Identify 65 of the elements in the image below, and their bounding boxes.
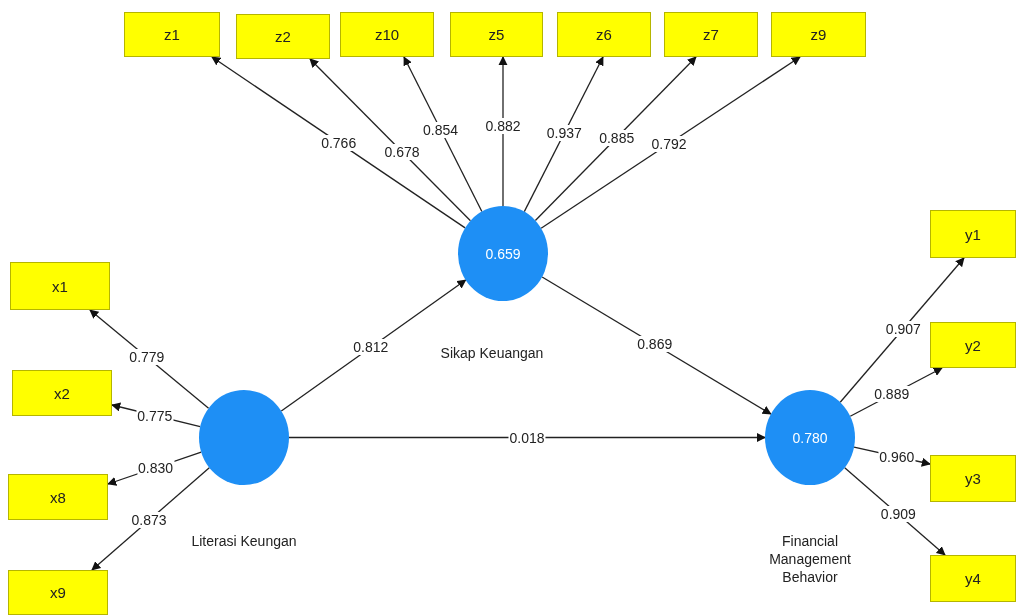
node-label: x9 — [50, 584, 66, 601]
node-label: z7 — [703, 26, 719, 43]
node-label: y4 — [965, 570, 981, 587]
path-arrow — [541, 276, 772, 415]
edge-label: 0.812 — [352, 339, 390, 356]
node-label: 0.659 — [485, 245, 521, 262]
node-label: z1 — [164, 26, 180, 43]
edge-label: 0.830 — [137, 459, 175, 476]
construct-circle — [765, 390, 855, 485]
node-label: z6 — [596, 26, 612, 43]
construct-circle — [458, 206, 548, 301]
indicator-box — [8, 570, 108, 615]
path-arrow — [280, 279, 467, 412]
edge-label: 0.937 — [545, 125, 583, 142]
indicator-box — [10, 262, 110, 310]
edge-label: 0.869 — [636, 336, 674, 353]
edge-label: 0.885 — [598, 129, 636, 146]
path-arrow — [540, 56, 801, 229]
indicator-box — [236, 14, 330, 59]
indicator-box — [930, 322, 1016, 368]
indicator-box — [340, 12, 434, 57]
indicator-box — [557, 12, 651, 57]
edge-label: 0.775 — [136, 407, 174, 424]
path-arrow — [211, 56, 466, 229]
construct-name: Sikap Keuangan — [439, 344, 545, 362]
node-label: x1 — [52, 277, 68, 295]
node-label: z10 — [374, 26, 400, 43]
indicator-box — [450, 12, 543, 57]
node-label: y2 — [965, 336, 981, 354]
indicator-box — [664, 12, 758, 57]
edge-label: 0.909 — [879, 506, 917, 523]
edge-label: 0.873 — [130, 512, 168, 529]
node-label: z5 — [488, 26, 505, 43]
path-arrow — [403, 56, 483, 213]
node-label: x2 — [54, 384, 70, 402]
path-arrow — [498, 56, 508, 207]
construct-name: Financial Management Behavior — [768, 532, 852, 586]
path-arrow — [534, 56, 697, 222]
node-label: z2 — [275, 28, 291, 45]
indicator-box — [930, 210, 1016, 258]
path-arrow — [288, 432, 766, 443]
node-label: y1 — [965, 225, 981, 243]
edge-label: 0.779 — [128, 349, 166, 366]
edge-label: 0.907 — [884, 320, 922, 337]
indicator-box — [8, 474, 108, 520]
node-label: x8 — [50, 488, 66, 506]
edge-label: 0.889 — [873, 386, 911, 403]
path-arrow — [309, 58, 472, 222]
indicator-box — [12, 370, 112, 416]
path-arrow — [523, 56, 604, 213]
indicator-box — [930, 555, 1016, 602]
edge-label: 0.792 — [650, 135, 688, 152]
node-label: 0.780 — [792, 429, 828, 446]
edge-label: 0.882 — [484, 118, 522, 134]
path-arrow — [839, 257, 965, 403]
edge-label: 0.678 — [383, 143, 421, 160]
indicator-box — [124, 12, 220, 57]
indicator-box — [771, 12, 866, 57]
construct-name: Literasi Keungan — [190, 532, 298, 550]
edge-label: 0.766 — [320, 134, 358, 151]
node-label: z9 — [810, 26, 827, 43]
node-label: y3 — [965, 470, 981, 487]
edge-label: 0.854 — [422, 121, 460, 138]
indicator-box — [930, 455, 1016, 502]
edge-label: 0.960 — [878, 448, 916, 465]
